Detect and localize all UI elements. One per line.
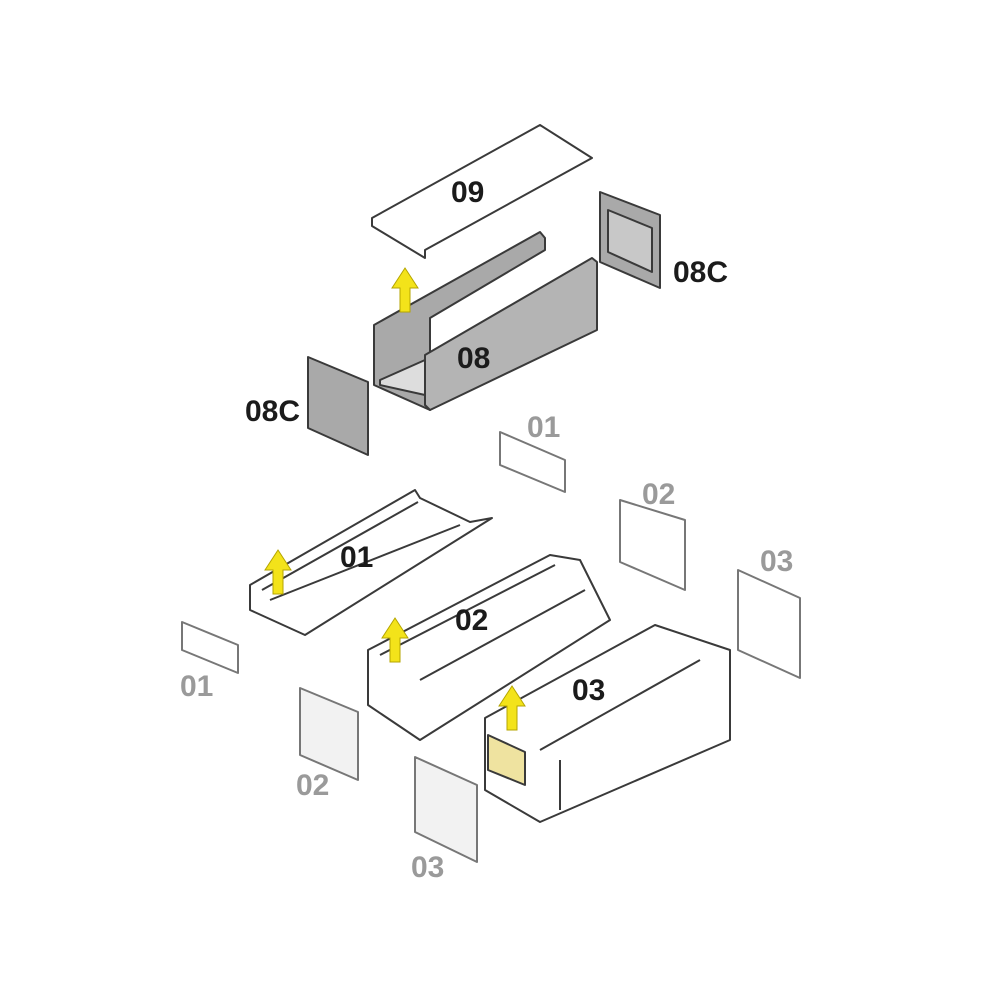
- label-bracket-01: 01: [527, 411, 561, 444]
- bracket-01: [499, 431, 566, 493]
- label-08: 08: [457, 342, 491, 375]
- label-endcap-01: 01: [180, 670, 214, 703]
- endcap-01: [181, 621, 239, 674]
- label-bracket-02: 02: [642, 478, 676, 511]
- label-08c-right: 08C: [673, 256, 729, 289]
- label-profile-02: 02: [455, 604, 489, 637]
- label-08c-left: 08C: [245, 395, 301, 428]
- bracket-03: [737, 569, 801, 679]
- label-09: 09: [451, 176, 485, 209]
- arrow-up-icon: [264, 549, 292, 595]
- label-endcap-03: 03: [411, 851, 445, 884]
- endcap-02: [299, 687, 359, 781]
- led-plate: [487, 734, 526, 786]
- profile-08: [373, 231, 598, 411]
- profile-01: [249, 489, 493, 636]
- endcap-03: [414, 756, 478, 863]
- endcap-08c-left: [307, 356, 369, 456]
- profile-03: [484, 624, 731, 823]
- label-profile-01: 01: [340, 541, 374, 574]
- endcap-08c-right: [599, 191, 661, 289]
- arrow-up-icon: [381, 617, 409, 663]
- label-profile-03: 03: [572, 674, 606, 707]
- label-bracket-03: 03: [760, 545, 794, 578]
- arrow-up-icon: [391, 267, 419, 313]
- profile-02: [367, 554, 611, 741]
- bracket-02: [619, 499, 686, 591]
- arrow-up-icon: [498, 685, 526, 731]
- label-endcap-02: 02: [296, 769, 330, 802]
- cover-09: [371, 124, 593, 259]
